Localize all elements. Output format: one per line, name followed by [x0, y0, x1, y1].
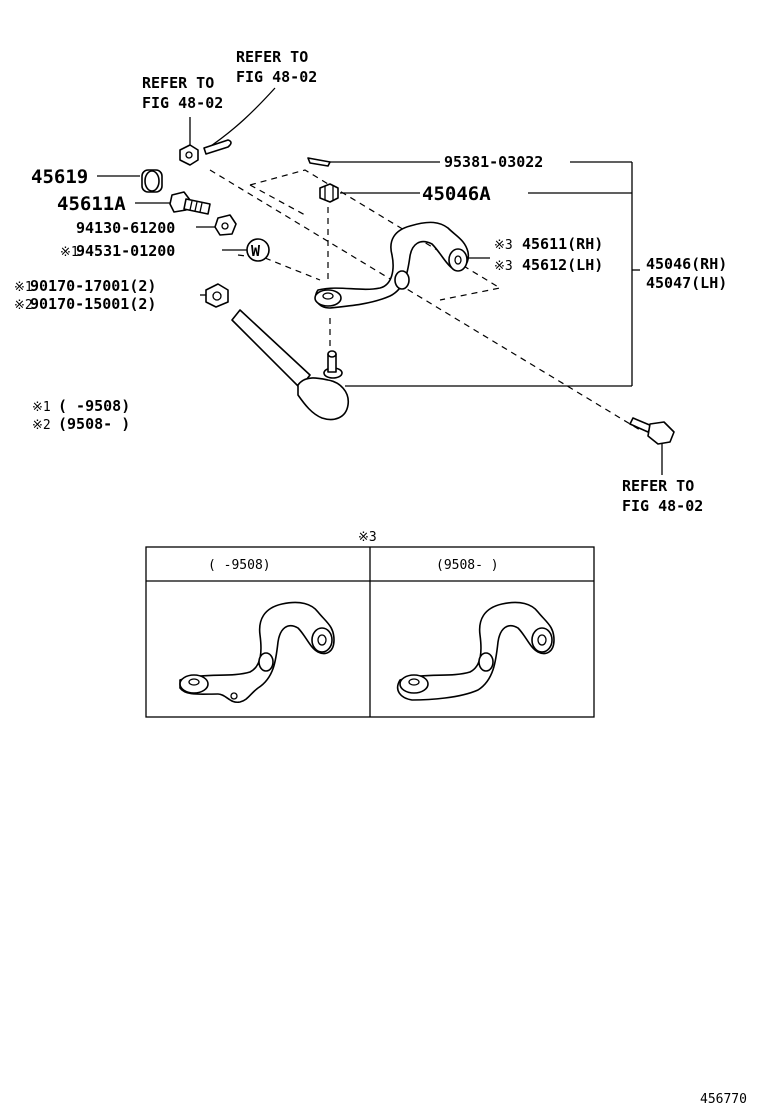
- part-90170-b: 90170-15001(2): [30, 295, 156, 313]
- bolt-45611a-icon: [169, 191, 211, 215]
- part-95381: 95381-03022: [444, 153, 543, 171]
- nut-94130-icon: [214, 214, 237, 236]
- refer-left-line2: FIG 48-02: [142, 94, 223, 112]
- note1-text: ( -9508): [58, 397, 130, 415]
- mark-90170-a: ※1: [14, 280, 33, 295]
- drawing-id: 456770: [700, 1092, 747, 1107]
- clip-icon: [203, 139, 232, 155]
- part-45046: 45046(RH): [646, 255, 727, 273]
- cotter-pin-icon: [307, 157, 331, 167]
- variant-table: ※3 ( -9508) (9508- ): [145, 530, 595, 718]
- mark-90170-b: ※2: [14, 298, 33, 313]
- idler-arm-icon: [314, 221, 470, 309]
- mark-94531: ※1: [60, 245, 79, 260]
- mark-45612: ※3: [494, 259, 513, 274]
- nut-top-icon: [179, 144, 199, 166]
- part-45611: 45611(RH): [522, 235, 603, 253]
- note2-mark: ※2: [32, 418, 51, 433]
- refer-left-line1: REFER TO: [142, 74, 214, 92]
- refer-bottom-line2: FIG 48-02: [622, 497, 703, 515]
- part-45612: 45612(LH): [522, 256, 603, 274]
- part-45611a: 45611A: [57, 193, 126, 215]
- part-labels: REFER TO FIG 48-02 REFER TO FIG 48-02 45…: [14, 48, 727, 515]
- dashed-lines: [209, 169, 641, 431]
- mark-45611: ※3: [494, 238, 513, 253]
- washer-letter: W: [251, 242, 261, 260]
- note1-mark: ※1: [32, 400, 51, 415]
- refer-top-line2: FIG 48-02: [236, 68, 317, 86]
- nut-90170-icon: [205, 283, 229, 308]
- part-90170-a: 90170-17001(2): [30, 277, 156, 295]
- part-45047: 45047(LH): [646, 274, 727, 292]
- refer-top-line1: REFER TO: [236, 48, 308, 66]
- bushing-45619-icon: [141, 169, 163, 193]
- idler-arm-new-icon: [396, 601, 555, 701]
- part-94130: 94130-61200: [76, 219, 175, 237]
- table-title: ※3: [358, 530, 377, 545]
- idler-arm-old-icon: [179, 601, 335, 704]
- part-45619: 45619: [31, 166, 88, 188]
- tie-rod-end-icon: [231, 309, 350, 421]
- castle-nut-45046a-icon: [319, 183, 339, 203]
- note2-text: (9508- ): [58, 415, 130, 433]
- washer-94531-icon: W: [246, 238, 270, 262]
- part-94531: 94531-01200: [76, 242, 175, 260]
- refer-bottom-line1: REFER TO: [622, 477, 694, 495]
- leader-lines: [97, 87, 663, 475]
- table-col2-header: (9508- ): [436, 558, 499, 573]
- table-col1-header: ( -9508): [208, 558, 271, 573]
- bolt-bottom-icon: [629, 417, 675, 445]
- part-45046a: 45046A: [422, 183, 491, 205]
